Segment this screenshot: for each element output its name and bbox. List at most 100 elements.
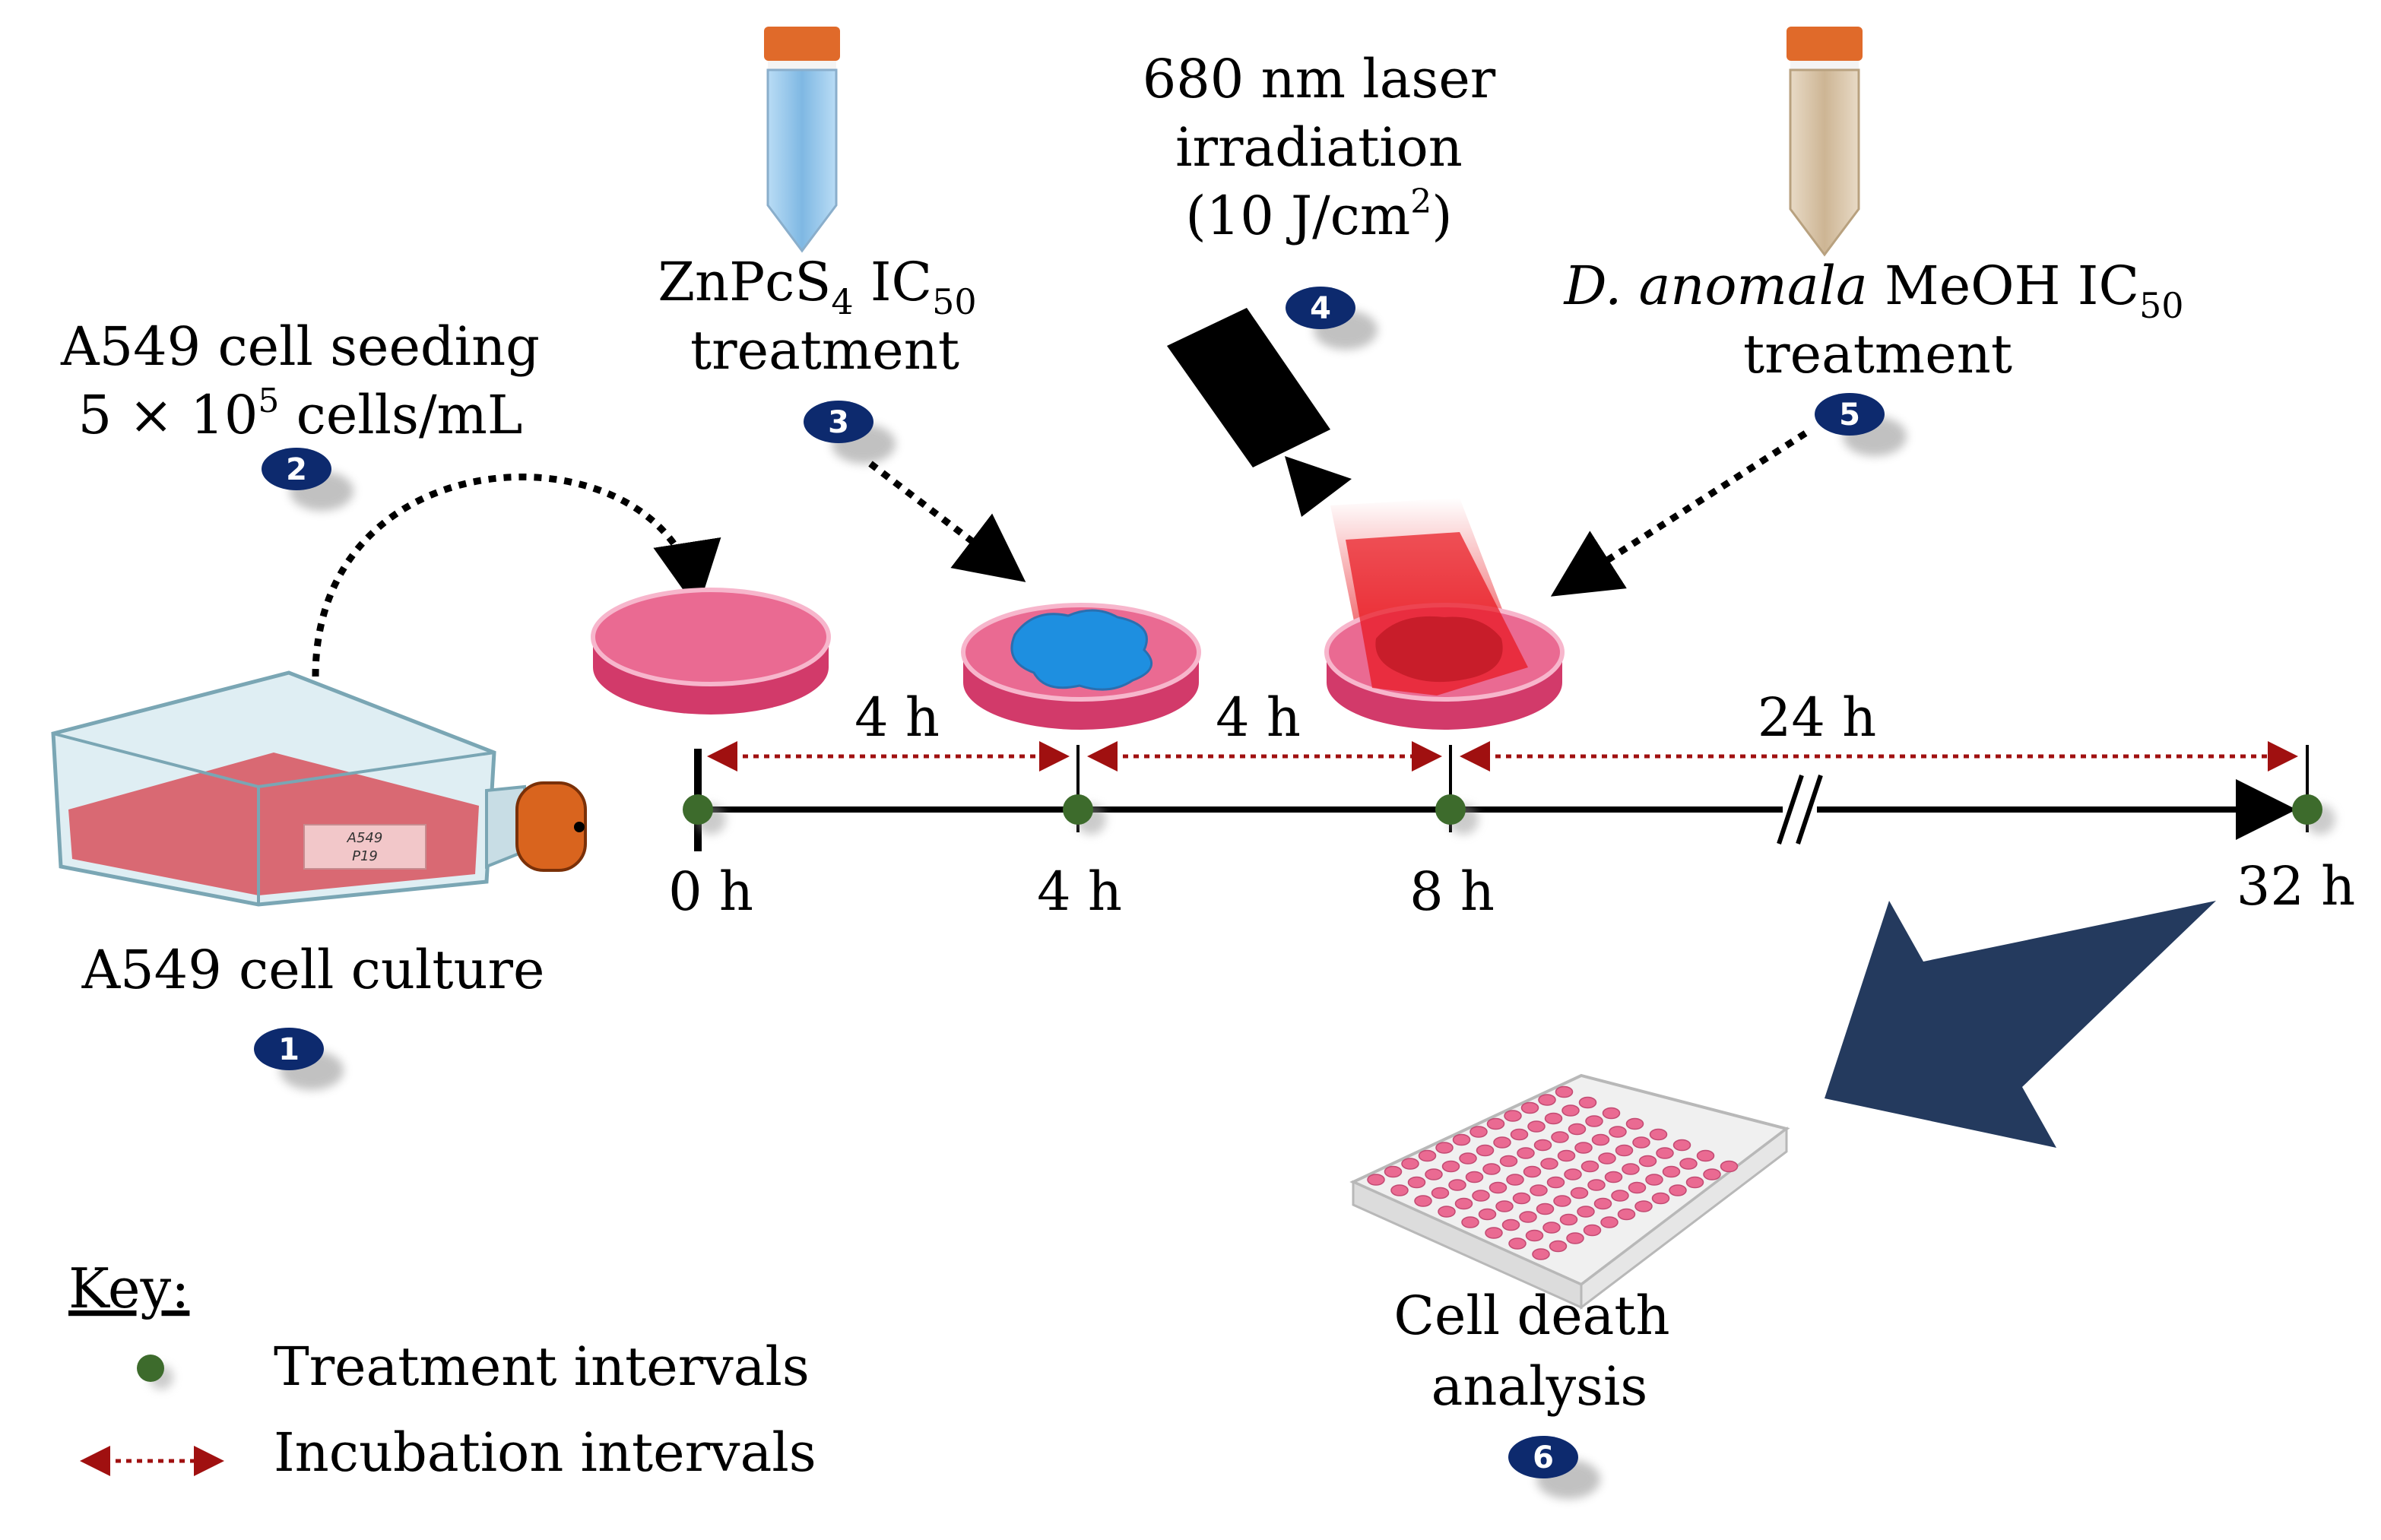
- well-plate-icon: [1349, 1073, 1790, 1310]
- laser-device-icon: [1167, 308, 1352, 517]
- well: [1638, 1155, 1657, 1168]
- znpcs4-label-line1: ZnPcS4 IC50: [658, 251, 976, 322]
- well: [1508, 1237, 1527, 1250]
- well: [1602, 1107, 1621, 1120]
- well: [1549, 1240, 1568, 1253]
- svg-text:4: 4: [1310, 291, 1331, 326]
- well: [1438, 1206, 1456, 1218]
- anomala-tube-icon: [1787, 27, 1863, 257]
- well: [1574, 1142, 1593, 1154]
- well: [1561, 1104, 1580, 1117]
- seeding-label-line2: 5 × 105 cells/mL: [78, 382, 523, 446]
- well: [1461, 1216, 1479, 1228]
- culture-dish-seeded: [591, 588, 831, 715]
- well: [1600, 1216, 1619, 1228]
- cell-culture-flask-icon: A549 P19: [51, 670, 587, 907]
- well: [1568, 1123, 1587, 1136]
- well: [1390, 1184, 1409, 1196]
- anomala-label-line2: treatment: [1743, 323, 2012, 385]
- well: [1679, 1158, 1698, 1170]
- well: [1517, 1147, 1535, 1159]
- step-badge-4: 4: [1286, 287, 1378, 350]
- green-dot-icon: [137, 1355, 173, 1389]
- analysis-arrow-icon: [1825, 901, 2216, 1148]
- well: [1482, 1163, 1501, 1175]
- well: [1570, 1187, 1589, 1199]
- flask-label-line2: P19: [352, 848, 378, 864]
- legend-label-treatment: Treatment intervals: [274, 1336, 810, 1398]
- well: [1425, 1168, 1443, 1180]
- well: [1628, 1181, 1647, 1194]
- well: [1564, 1168, 1582, 1180]
- treatment-node: [1063, 794, 1106, 835]
- well: [1530, 1184, 1548, 1196]
- well: [1585, 1115, 1603, 1127]
- laser-label-line2: irradiation: [1175, 116, 1463, 179]
- well: [1609, 1126, 1627, 1138]
- anomala-label-line1: D. anomala MeOH IC50: [1562, 255, 2183, 326]
- well: [1559, 1213, 1578, 1226]
- interval-label: 4 h: [854, 686, 940, 749]
- well: [1489, 1181, 1508, 1194]
- step-badge-5: 5: [1815, 393, 1907, 456]
- well: [1656, 1147, 1674, 1159]
- well: [1546, 1176, 1565, 1189]
- well: [1527, 1120, 1546, 1133]
- well: [1520, 1101, 1539, 1114]
- well: [1452, 1133, 1471, 1146]
- tick-label: 4 h: [1037, 860, 1122, 923]
- well: [1662, 1165, 1681, 1178]
- tick-label: 0 h: [668, 860, 753, 923]
- well: [1501, 1218, 1520, 1231]
- well: [1476, 1144, 1495, 1157]
- well: [1441, 1160, 1460, 1173]
- treatment-node: [2292, 794, 2335, 835]
- well: [1478, 1208, 1497, 1221]
- laser-label-line3: (10 J/cm2): [1185, 182, 1452, 247]
- well: [1367, 1174, 1385, 1186]
- znpcs4-tube-icon: [764, 27, 840, 253]
- well: [1401, 1158, 1419, 1170]
- well: [1669, 1184, 1687, 1196]
- well: [1685, 1176, 1704, 1189]
- well: [1617, 1208, 1636, 1221]
- tick-label: 8 h: [1409, 860, 1495, 923]
- well: [1499, 1155, 1518, 1168]
- anomala-arrow: [1550, 430, 1808, 597]
- cell-culture-label: A549 cell culture: [81, 939, 545, 1001]
- step-badge-6: 6: [1508, 1436, 1600, 1499]
- well: [1486, 1117, 1505, 1130]
- well: [1454, 1197, 1473, 1210]
- well: [1583, 1224, 1602, 1237]
- seeding-arrow: [312, 474, 721, 677]
- step-badge-2: 2: [262, 448, 354, 511]
- cell-cluster-icon: [1010, 609, 1152, 691]
- well: [1485, 1227, 1503, 1239]
- well: [1493, 1136, 1511, 1149]
- well: [1593, 1197, 1612, 1210]
- interval-label: 4 h: [1216, 686, 1301, 749]
- legend-label-incubation: Incubation intervals: [274, 1421, 816, 1484]
- well: [1414, 1195, 1432, 1207]
- laser-label-line1: 680 nm laser: [1143, 48, 1496, 110]
- legend-title: Key:: [68, 1256, 189, 1320]
- well: [1448, 1179, 1466, 1191]
- well: [1580, 1160, 1599, 1173]
- well: [1469, 1126, 1488, 1138]
- well: [1622, 1163, 1640, 1175]
- well: [1604, 1171, 1623, 1184]
- well: [1615, 1144, 1634, 1157]
- legend: Key: Treatment intervals Incubation inte…: [68, 1256, 816, 1484]
- seeding-label-line1: A549 cell seeding: [60, 315, 540, 378]
- well: [1538, 1094, 1556, 1106]
- treatment-node: [683, 794, 726, 835]
- well: [1625, 1117, 1644, 1130]
- well: [1435, 1142, 1454, 1154]
- well: [1720, 1160, 1739, 1173]
- well: [1598, 1152, 1616, 1165]
- well: [1506, 1174, 1524, 1186]
- well: [1632, 1136, 1650, 1149]
- well: [1519, 1211, 1537, 1223]
- well: [1555, 1085, 1574, 1098]
- step-badge-1: 1: [254, 1028, 344, 1090]
